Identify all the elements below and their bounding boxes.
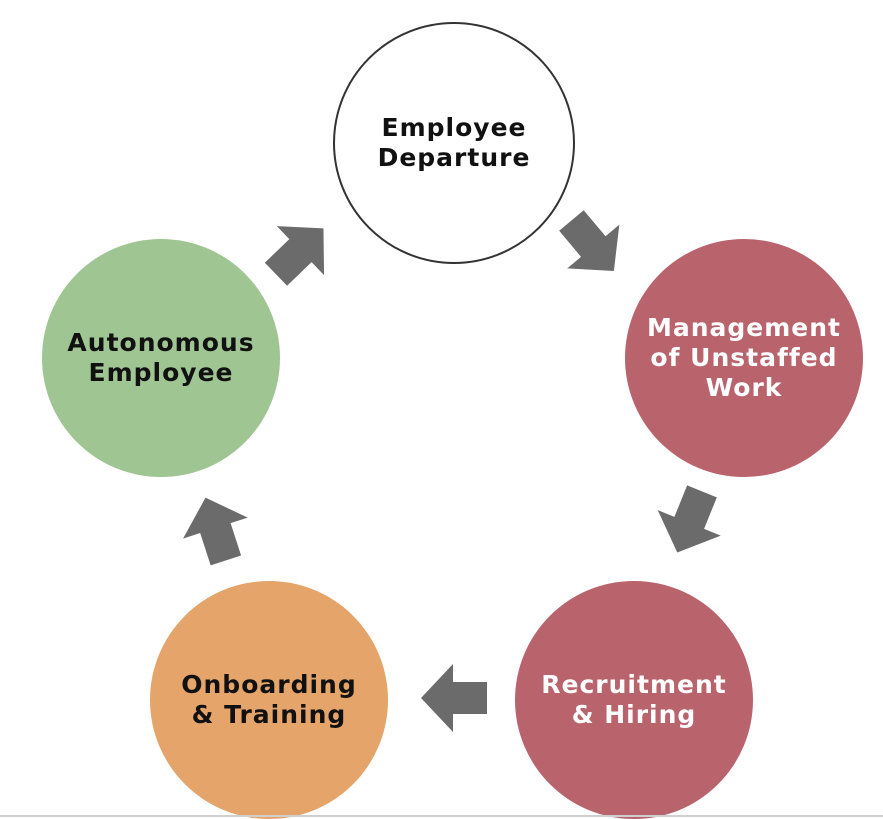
node-recruitment-hiring: Recruitment & Hiring xyxy=(515,581,753,819)
arrow-recruitment-to-onboarding xyxy=(421,664,487,732)
node-autonomous-employee: Autonomous Employee xyxy=(42,239,280,477)
arrow-onboarding-to-autonomous xyxy=(183,497,248,566)
bottom-divider xyxy=(0,815,883,817)
node-label-autonomous-employee: Autonomous Employee xyxy=(67,328,255,387)
node-label-onboarding-training: Onboarding & Training xyxy=(181,670,357,729)
node-label-management-of-unstaffed-work: Management of Unstaffed Work xyxy=(646,313,842,402)
node-management-of-unstaffed-work: Management of Unstaffed Work xyxy=(625,239,863,477)
node-label-recruitment-hiring: Recruitment & Hiring xyxy=(541,670,727,729)
arrow-departure-to-unstaffed xyxy=(559,210,620,272)
arrow-unstaffed-to-recruitment xyxy=(657,485,721,553)
node-employee-departure: Employee Departure xyxy=(333,22,575,264)
node-onboarding-training: Onboarding & Training xyxy=(150,581,388,819)
node-label-employee-departure: Employee Departure xyxy=(377,113,531,172)
arrow-autonomous-to-departure xyxy=(264,226,325,286)
